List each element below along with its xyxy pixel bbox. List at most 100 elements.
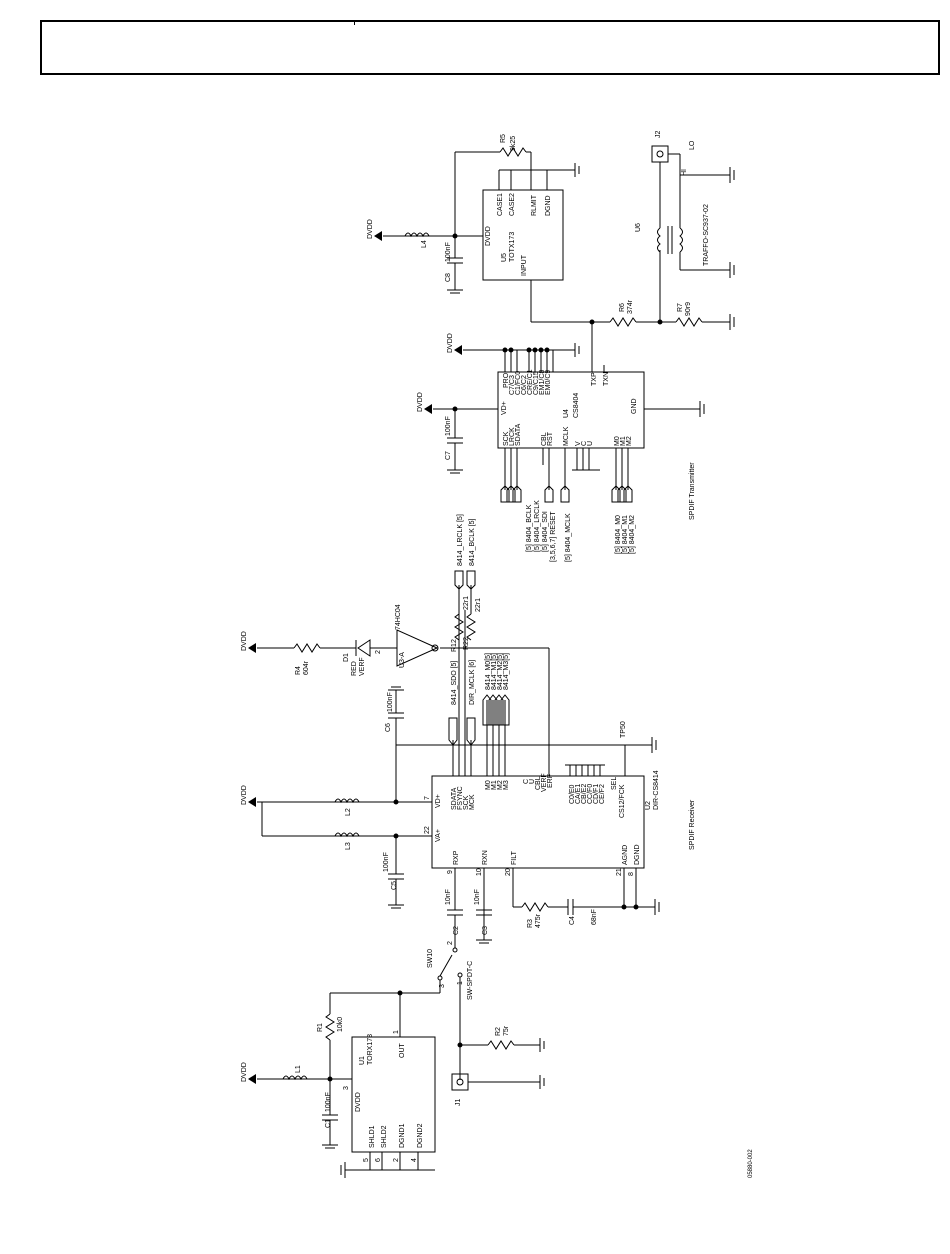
u4-pin-txp: TXP — [591, 372, 598, 386]
u4-pin-em1c8: EM1/C8 — [539, 370, 546, 395]
u4-pin-c9c15: C9/C15 — [533, 371, 540, 395]
port-8404-m2 — [623, 485, 633, 503]
l3-inductor — [334, 832, 360, 838]
c8-ref: C8 — [445, 273, 452, 282]
j2-connector — [651, 145, 669, 163]
u5-pin-dgnd: DGND — [545, 195, 552, 216]
u5-part: TOTX173 — [509, 232, 516, 262]
c1-value: 100nF — [325, 1092, 332, 1112]
u2-pin-ccf0: CC/F0 — [587, 784, 594, 804]
u1-pin-num: 2 — [393, 1158, 400, 1162]
u1-pin-dgnd1: DGND1 — [399, 1123, 406, 1148]
u4-pin-cbl: CBL — [541, 432, 548, 446]
c3-ref: C3 — [482, 926, 489, 935]
u2-pin-rxp: RXP — [453, 850, 460, 865]
u2-pin-erf: ERF — [547, 774, 554, 788]
u4-body — [497, 371, 645, 449]
dvdd-flag-r4 — [248, 643, 256, 653]
c3-value: 10nF — [474, 889, 481, 905]
net-8414-sdo: 8414_SDO [5] — [451, 661, 458, 705]
u2-ref: U2 — [645, 801, 652, 810]
u1-pin-shld2: SHLD2 — [381, 1125, 388, 1148]
u2-pin-num: 8 — [628, 872, 635, 876]
u1-pin-num: 6 — [375, 1158, 382, 1162]
u2-pin-cef2: CE/F2 — [599, 784, 606, 804]
net-dvdd-label: DVDD — [241, 1062, 248, 1082]
port-8404-sdi — [512, 485, 522, 503]
port-8414-bclk — [466, 570, 476, 590]
u1-pin-num: 4 — [411, 1158, 418, 1162]
r3-resistor — [521, 902, 549, 912]
j2-pin-lo: LO — [689, 140, 696, 150]
net-8404-lrclk: [5] 8404_LRCLK — [534, 500, 541, 552]
u5-pin-case1: CASE1 — [497, 193, 504, 216]
tp50-ref: TP50 — [620, 721, 627, 738]
u4-pin-m1: M1 — [620, 436, 627, 446]
r3-value: 475r — [535, 913, 542, 928]
l3-ref: L3 — [345, 842, 352, 850]
r2-value: 75r — [503, 1025, 510, 1036]
u4-pin-rst: RST — [547, 431, 554, 446]
u4-pin-gnd: GND — [631, 398, 638, 414]
dvdd-flag-u4-top — [454, 345, 462, 355]
u1-pin-num: 5 — [363, 1158, 370, 1162]
port-8414-sdo — [448, 717, 458, 746]
port-8404-bclk — [500, 485, 510, 503]
port-8414-m1 — [488, 694, 498, 726]
c5-ref: C5 — [391, 881, 398, 890]
d1-net: VERF — [359, 657, 366, 676]
u2-part: DIR-CS8414 — [653, 770, 660, 810]
u4-pin-mclk: MCLK — [563, 426, 570, 446]
r5-ref: R5 — [500, 134, 507, 143]
r4-resistor — [293, 643, 321, 653]
title-block — [40, 20, 940, 75]
port-8414-lrclk — [454, 570, 464, 590]
l4-ref: L4 — [421, 240, 428, 248]
net-8414-m0: 8414_M0[5] — [485, 653, 492, 690]
l1-ref: L1 — [295, 1065, 302, 1073]
u5-body — [482, 189, 564, 281]
u1-pin-num: 1 — [393, 1030, 400, 1034]
net-8414-m1: 8414_M1[5] — [491, 653, 498, 690]
c2-ref: C2 — [453, 926, 460, 935]
u1-pin-dvdd: DVDD — [355, 1092, 362, 1112]
r22-resistor — [466, 613, 476, 641]
u4-ref: U4 — [563, 409, 570, 418]
r6-resistor — [609, 317, 637, 327]
u2-pin-c: C — [523, 779, 530, 784]
r6-value: 374r — [627, 299, 634, 314]
dvdd-flag-u5 — [374, 231, 382, 241]
u2-pin-cbl: CBL — [535, 776, 542, 790]
u2-pin-num: 22 — [424, 826, 431, 834]
r5-resistor — [499, 147, 527, 157]
u2-pin-vaplus: VA+ — [435, 829, 442, 842]
u6-transformer — [657, 227, 661, 253]
r7-value: 90r9 — [685, 302, 692, 316]
net-8414-bclk: 8414_BCLK [5] — [469, 518, 476, 566]
r1-value: 10k0 — [337, 1017, 344, 1032]
net-dir-mclk: DIR_MCLK [6] — [469, 660, 476, 705]
u2-pin-sel: SEL — [611, 777, 618, 790]
port-8414-m0 — [482, 694, 492, 726]
dvdd-flag-u4-vd — [424, 404, 432, 414]
u2-pin-u: U — [529, 779, 536, 784]
r7-ref: R7 — [677, 303, 684, 312]
u4-pin-lrck: LRCK — [509, 427, 516, 446]
j2-pin-hi: HI — [681, 169, 688, 176]
u6-ref: U6 — [635, 223, 642, 232]
r3-ref: R3 — [527, 919, 534, 928]
c8-value: 100nF — [445, 242, 452, 262]
section-receiver: SPDIF Receiver — [689, 799, 696, 850]
c4-value: 68nF — [591, 909, 598, 925]
net-8404-m1: [5] 8404_M1 — [622, 515, 629, 554]
u4-pin-crec1: CRE/C1 — [527, 369, 534, 395]
u4-pin-m2: M2 — [626, 436, 633, 446]
u2-pin-rxn: RXN — [482, 850, 489, 865]
u1-pin-dgnd2: DGND2 — [417, 1123, 424, 1148]
r6-ref: R6 — [619, 303, 626, 312]
u2-pin-dgnd: DGND — [634, 844, 641, 865]
u2-pin-fsync: FSYNC — [457, 786, 464, 810]
u4-pin-v: V — [575, 441, 582, 446]
sw10-pin-2: 2 — [447, 941, 454, 945]
l4-inductor — [404, 232, 430, 238]
